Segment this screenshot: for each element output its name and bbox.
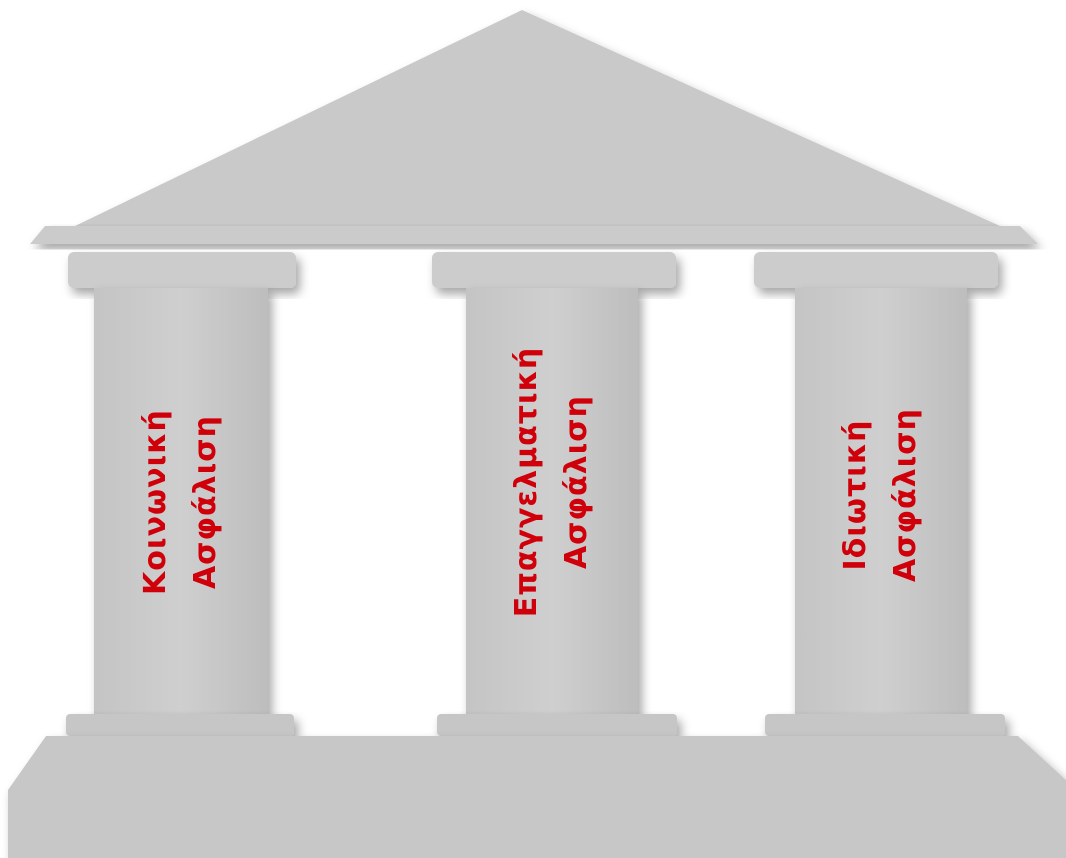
column-label-occupational-insurance: Επαγγελματική Ασφάλιση xyxy=(502,332,602,632)
foundation xyxy=(8,736,1066,858)
roof-beam xyxy=(30,226,1038,244)
column-shaft-3 xyxy=(795,288,967,716)
label-line-2: Ασφάλιση xyxy=(559,394,594,570)
column-base-1 xyxy=(66,714,294,736)
column-base-3 xyxy=(765,714,1005,736)
column-shaft-2 xyxy=(466,288,638,716)
roof-pediment xyxy=(75,10,1000,226)
capital-1 xyxy=(68,252,296,288)
column-label-social-insurance: Κοινωνική Ασφάλιση xyxy=(131,352,231,652)
capital-3 xyxy=(754,252,998,288)
capital-2 xyxy=(432,252,676,288)
label-line-2: Ασφάλιση xyxy=(888,407,923,583)
label-line-1: Επαγγελματική xyxy=(509,346,544,618)
column-shaft-1 xyxy=(94,288,268,716)
label-line-1: Ιδιωτική xyxy=(838,419,873,571)
label-line-2: Ασφάλιση xyxy=(188,414,223,590)
label-line-1: Κοινωνική xyxy=(138,409,173,595)
column-label-private-insurance: Ιδιωτική Ασφάλιση xyxy=(831,345,931,645)
column-base-2 xyxy=(437,714,677,736)
